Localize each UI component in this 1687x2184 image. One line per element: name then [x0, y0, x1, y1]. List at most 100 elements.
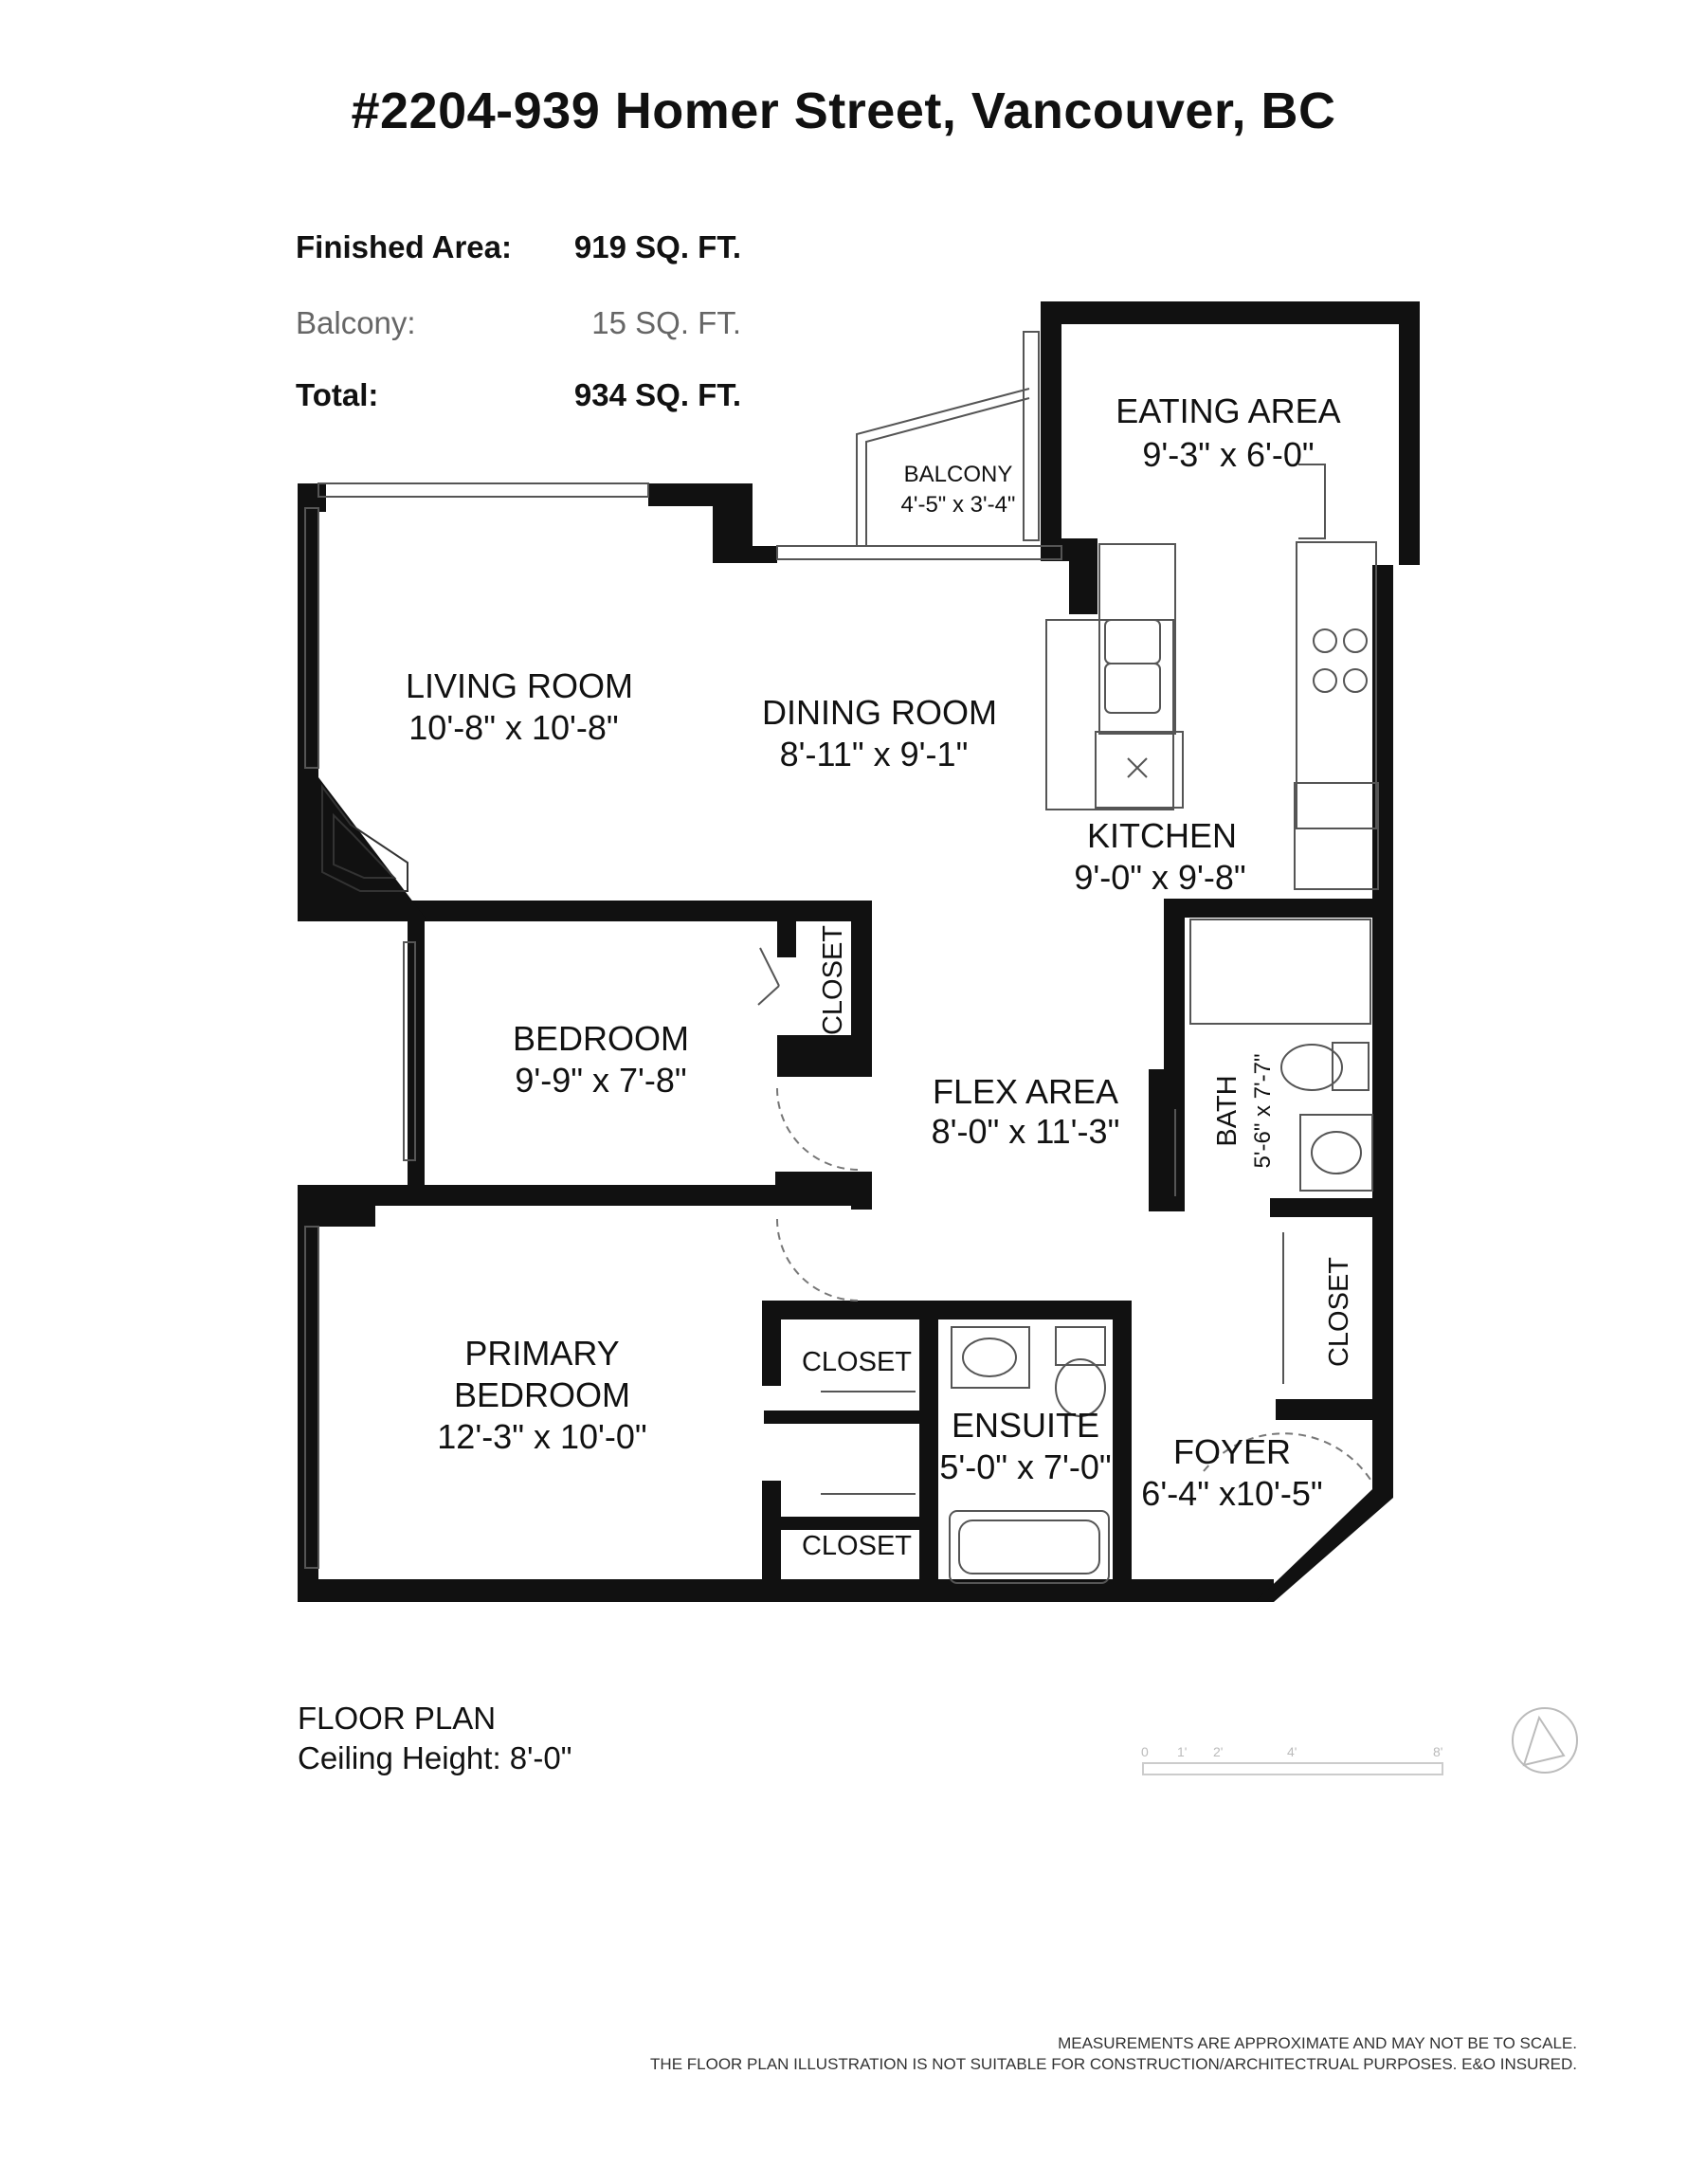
wall-eating-west: [1041, 301, 1061, 557]
ensuite-sink-counter: [951, 1326, 1030, 1389]
sink-bowl-icon: [1104, 619, 1161, 664]
room-labels: EATING AREA 9'-3" x 6'-0" BALCONY 4'-5" …: [406, 391, 1354, 1561]
bath-sink-counter: [1299, 1114, 1373, 1192]
scale-tick-8: 8': [1433, 1744, 1443, 1759]
scale-tick-0: 0: [1141, 1744, 1149, 1759]
bedroom-dims: 9'-9" x 7'-8": [515, 1061, 686, 1100]
wall-bath-jamb: [1149, 1069, 1185, 1211]
ensuite-fixtures: [949, 1326, 1110, 1584]
wall-foyer-east: [1372, 1399, 1393, 1494]
wall-closet-divider: [764, 1410, 921, 1424]
ensuite-sink-icon: [962, 1338, 1017, 1377]
wall-fireplace-corner: [318, 777, 426, 919]
wall-ensuite-west: [919, 1301, 938, 1602]
scale-tick-4: 4': [1287, 1744, 1297, 1759]
burner-icon: [1313, 668, 1337, 693]
ensuite-toilet-bowl-icon: [1055, 1358, 1106, 1417]
finished-area-value: 919 SQ. FT.: [573, 229, 741, 264]
burner-icon: [1313, 628, 1337, 653]
dishwasher-x-icon: [1127, 757, 1148, 778]
wall-south: [298, 1579, 1274, 1602]
scale-tick-2: 2': [1213, 1744, 1224, 1759]
wall-living-west: [298, 483, 318, 919]
kitchen-island: [1045, 619, 1174, 810]
primary-door-swing: [776, 1218, 860, 1301]
wall-eating-east: [1399, 301, 1420, 565]
wall-primary-west: [298, 1185, 318, 1602]
toilet-bowl-icon: [1280, 1044, 1343, 1091]
wall-pier: [713, 483, 753, 563]
wall-foyer-north: [1276, 1399, 1382, 1420]
wall-closet-north-west: [762, 1301, 781, 1386]
disclaimer-line-2: THE FLOOR PLAN ILLUSTRATION IS NOT SUITA…: [650, 2055, 1577, 2073]
kitchen-counter-east: [1296, 541, 1377, 829]
bedroom-closet-door: [757, 985, 780, 1006]
sink-bowl-icon: [1104, 663, 1161, 714]
burner-icon: [1343, 668, 1368, 693]
wall-eating-north: [1041, 301, 1420, 324]
ensuite-name: ENSUITE: [952, 1406, 1099, 1445]
total-area-label: Total:: [296, 377, 379, 412]
ensuite-toilet-tank-icon: [1055, 1326, 1106, 1366]
window-balcony-door: [776, 545, 1062, 560]
fireplace-icon: [321, 784, 408, 892]
balcony-rail: [856, 388, 1030, 546]
foyer-dims: 6'-4" x10'-5": [1141, 1474, 1322, 1513]
walls: [298, 301, 1420, 1602]
balcony-dims: 4'-5" x 3'-4": [901, 492, 1016, 518]
kitchen-fixtures: [1045, 464, 1379, 890]
window-bedroom-west: [403, 941, 416, 1161]
kitchen-counter: [1098, 543, 1176, 735]
burner-icon: [1343, 628, 1368, 653]
fridge: [1294, 782, 1379, 890]
total-area-row: Total: 934 SQ. FT.: [296, 377, 741, 425]
foyer-name: FOYER: [1173, 1432, 1291, 1471]
bath-name: BATH: [1212, 1075, 1243, 1146]
kitchen-name: KITCHEN: [1087, 816, 1237, 855]
scale-bar: [1142, 1762, 1443, 1775]
wall-closet-divider-2: [764, 1517, 921, 1530]
ceiling-height: Ceiling Height: 8'-0": [298, 1740, 572, 1775]
wall-living-south: [298, 901, 872, 921]
scale-bar-rect: [1142, 1762, 1443, 1775]
finished-area-row: Finished Area: 919 SQ. FT.: [296, 229, 741, 277]
bath-fixtures: [1174, 919, 1373, 1196]
eating-area-dims: 9'-3" x 6'-0": [1142, 435, 1314, 474]
eating-area-name: EATING AREA: [1116, 391, 1340, 430]
bedroom-closet-label: CLOSET: [818, 925, 848, 1035]
balcony-outline: [856, 388, 1030, 546]
flex-area-name: FLEX AREA: [933, 1072, 1118, 1111]
primary-closet-bottom-label: CLOSET: [802, 1531, 912, 1561]
wall-closet-top: [1270, 1198, 1289, 1217]
kitchen-dims: 9'-0" x 9'-8": [1074, 858, 1245, 897]
windows: [304, 331, 1062, 1569]
bedroom-door-swing: [776, 1087, 860, 1171]
living-room-dims: 10'-8" x 10'-8": [408, 708, 618, 747]
window-living-west: [304, 507, 319, 769]
wall-ensuite-east: [1113, 1301, 1132, 1602]
entry-door-swing: [1203, 1432, 1373, 1483]
bathtub-inner-icon: [958, 1520, 1100, 1574]
doors: [776, 1087, 1373, 1483]
primary-closet-top-label: CLOSET: [802, 1347, 912, 1377]
fireplace: [321, 784, 408, 892]
living-room-name: LIVING ROOM: [406, 666, 633, 705]
scale-tick-1: 1': [1177, 1744, 1188, 1759]
bath-sink-icon: [1311, 1131, 1362, 1174]
bedroom-name: BEDROOM: [513, 1019, 689, 1058]
bath-dims: 5'-6" x 7'-7": [1250, 1054, 1276, 1169]
fireplace-inner-icon: [333, 812, 397, 879]
window-living-north: [317, 482, 649, 498]
toilet-tank-icon: [1332, 1042, 1370, 1091]
balcony-rail-inner: [865, 397, 1030, 546]
dishwasher: [1095, 731, 1184, 809]
wall-closet-base: [777, 1035, 872, 1077]
disclaimer-line-1: MEASUREMENTS ARE APPROXIMATE AND MAY NOT…: [1058, 2034, 1577, 2052]
window-eating-west: [1023, 331, 1040, 541]
wall-bedroom-south: [298, 1185, 872, 1206]
compass-logo: [1512, 1707, 1578, 1774]
wall-bath-north: [1164, 899, 1384, 918]
shower-icon: [1189, 919, 1371, 1025]
wall-bedroom-east: [851, 901, 872, 1064]
